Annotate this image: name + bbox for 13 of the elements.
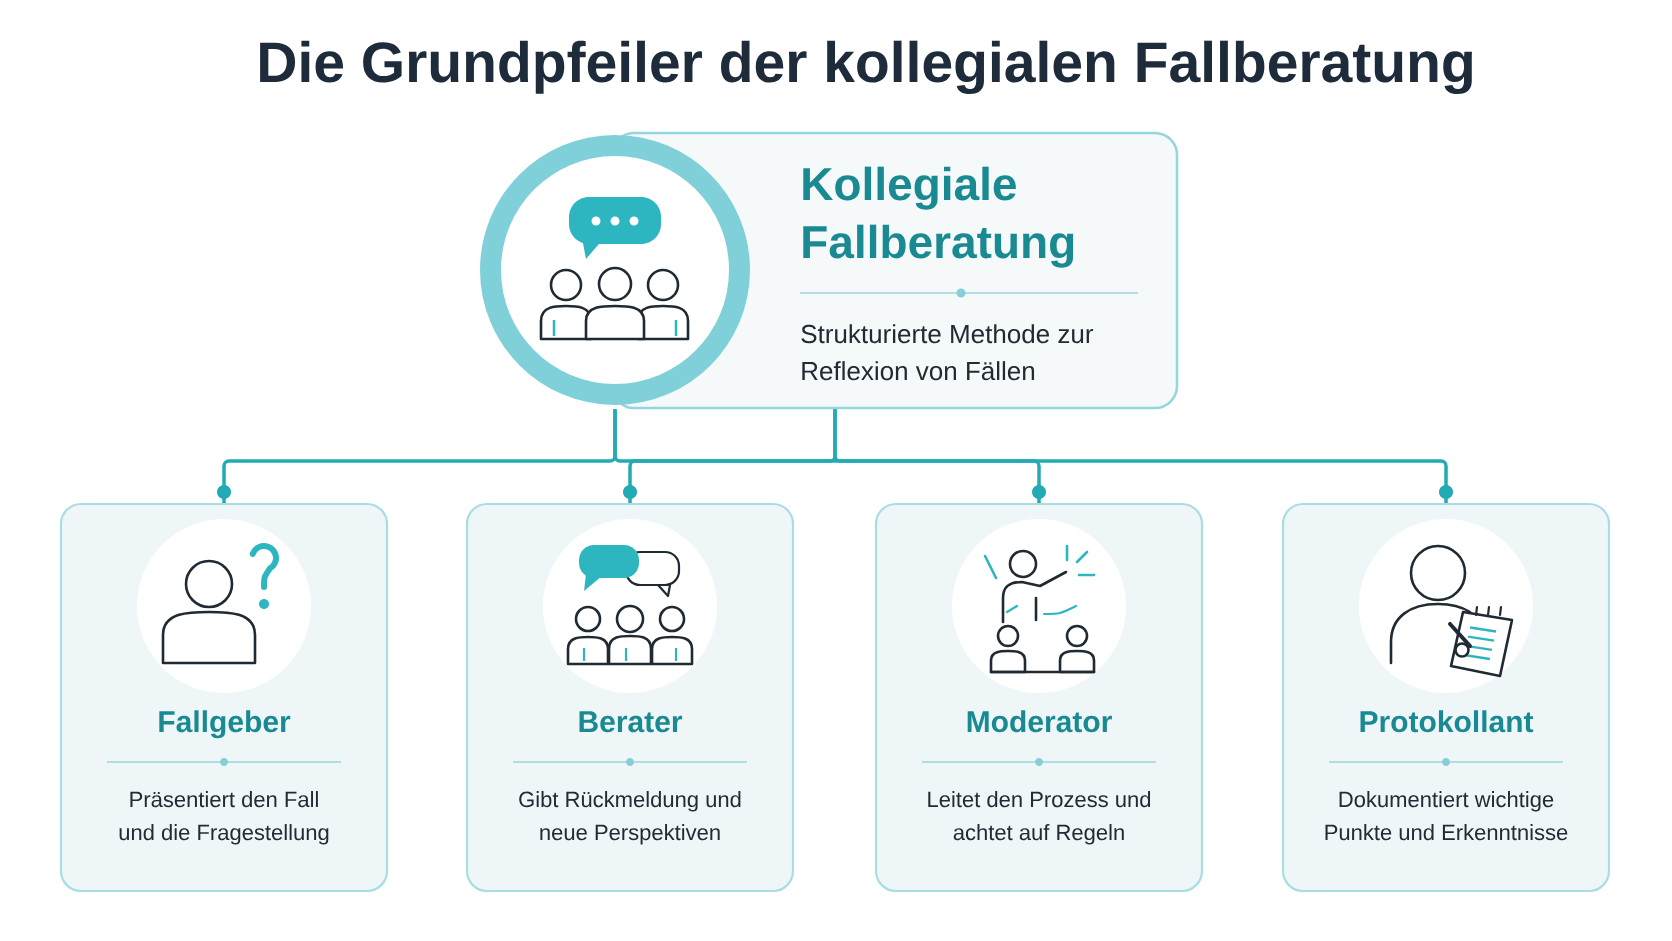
box-description: Strukturierte Methode zur Reflexion von Fällen <box>801 324 1094 381</box>
card-title: Berater <box>579 711 683 733</box>
card-description: Gibt Rückmeldung und neue Perspektiven <box>519 791 741 845</box>
card-description: Präsentiert den Fall und die Fragestellung <box>119 791 329 845</box>
connector <box>833 409 1448 503</box>
card-title: Protokollant <box>1360 710 1534 733</box>
connector <box>613 409 1041 503</box>
card-title: Fallgeber <box>159 710 291 739</box>
title: Die Grundpfeiler der kollegialen Fallberatung <box>260 40 1472 95</box>
card-description: Dokumentiert wichtige Punkte und Erkenntnisse <box>1325 791 1568 841</box>
box-heading: Kollegiale Fallberatung <box>803 166 1074 268</box>
card-title: Moderator <box>967 710 1112 733</box>
card-description: Leitet den Prozess und achtet auf Regeln <box>928 791 1151 845</box>
